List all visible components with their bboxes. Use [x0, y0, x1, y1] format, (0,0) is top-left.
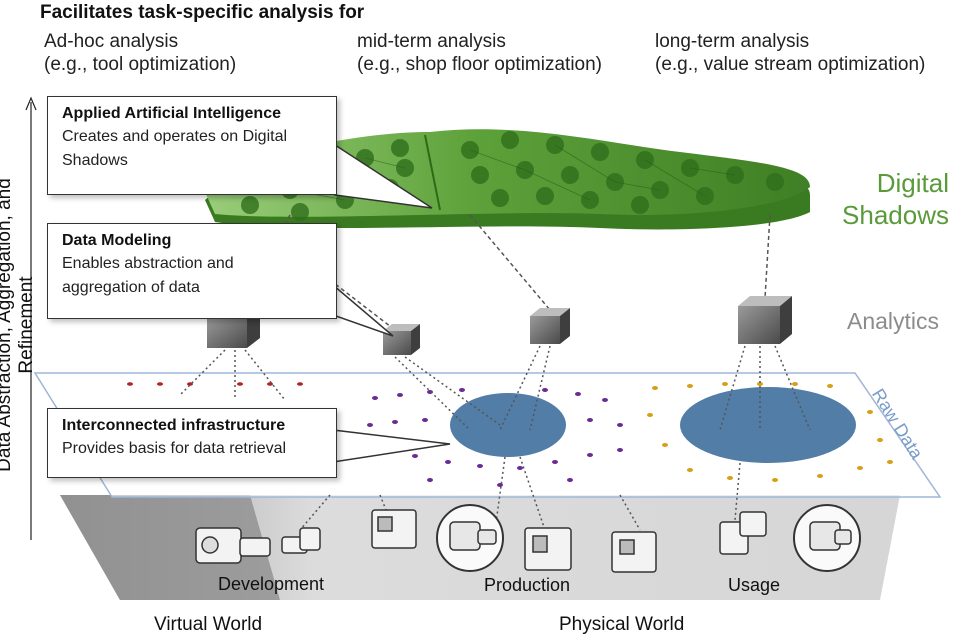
- callout-modeling-pointer: [332, 283, 394, 337]
- analytics-cube-4: [738, 296, 792, 344]
- callout-line: Enables abstraction and: [62, 255, 234, 272]
- callout-line: Provides basis for data retrieval: [62, 440, 287, 457]
- area-usage: Usage: [728, 575, 781, 595]
- digital-shadows-label: Digital Shadows: [842, 167, 949, 231]
- callout-line: Shadows: [62, 152, 128, 169]
- column-example: (e.g., tool optimization): [44, 54, 237, 75]
- axis-label: Data Abstraction, Aggregation, and Refin…: [0, 178, 37, 472]
- callout-title: Interconnected infrastructure: [62, 417, 286, 434]
- column-title: mid-term analysis: [357, 31, 506, 52]
- world-virtual: Virtual World: [154, 614, 263, 635]
- machine-prod-3: [611, 531, 657, 573]
- analytics-cube-2: [383, 324, 420, 355]
- analytics-cube-3: [530, 308, 570, 344]
- machine-dev-valve: [195, 527, 271, 564]
- development-dots: [127, 382, 303, 386]
- machine-prod-1: [371, 509, 417, 549]
- header-column-adhoc: Ad-hoc analysis (e.g., tool optimization…: [44, 30, 236, 76]
- machine-usage-zoom: [793, 504, 861, 572]
- virtual-floor: [60, 495, 280, 600]
- callout-infrastructure: Interconnected infrastructure Provides b…: [47, 408, 337, 478]
- column-example: (e.g., value stream optimization): [655, 54, 926, 75]
- machine-dev-tool: [281, 527, 321, 554]
- machine-prod-2: [524, 527, 572, 571]
- header-title: Facilitates task-specific analysis for: [40, 2, 365, 23]
- digital-shadows-line1: Digital: [876, 168, 949, 198]
- machine-usage-1: [719, 511, 767, 555]
- production-cluster: [450, 393, 566, 457]
- usage-cluster: [680, 387, 856, 463]
- digital-shadows-line2: Shadows: [842, 200, 949, 230]
- machine-prod-zoom: [436, 504, 504, 572]
- production-dots: [367, 388, 623, 487]
- column-example: (e.g., shop floor optimization): [357, 54, 603, 75]
- callout-data-modeling: Data Modeling Enables abstraction and ag…: [47, 223, 337, 319]
- header-column-midterm: mid-term analysis (e.g., shop floor opti…: [357, 30, 602, 76]
- callout-title: Applied Artificial Intelligence: [62, 105, 281, 122]
- header-column-longterm: long-term analysis (e.g., value stream o…: [655, 30, 925, 76]
- axis-arrowhead: [25, 96, 37, 111]
- column-title: Ad-hoc analysis: [44, 31, 179, 52]
- usage-dots: [647, 382, 893, 482]
- callout-line: aggregation of data: [62, 279, 200, 296]
- callout-title: Data Modeling: [62, 232, 172, 249]
- column-title: long-term analysis: [655, 31, 810, 52]
- area-development: Development: [218, 574, 325, 594]
- callout-line: Creates and operates on Digital: [62, 128, 288, 145]
- callout-applied-ai: Applied Artificial Intelligence Creates …: [47, 96, 337, 195]
- world-physical: Physical World: [559, 614, 685, 635]
- area-production: Production: [484, 575, 571, 595]
- analytics-label: Analytics: [847, 308, 940, 334]
